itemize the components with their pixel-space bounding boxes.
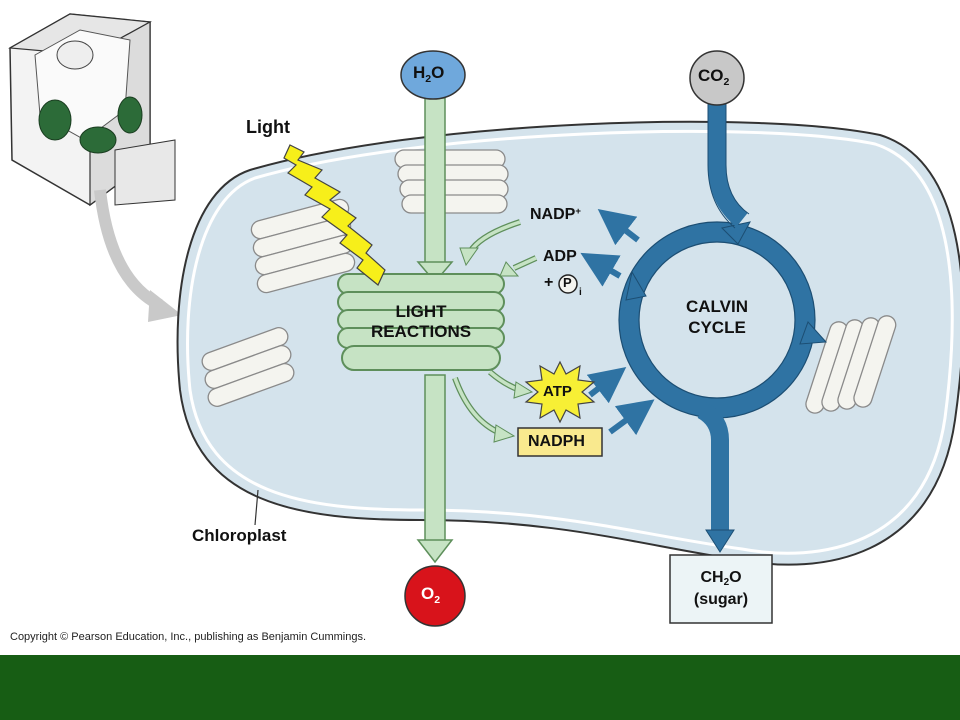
chloroplast-label: Chloroplast <box>192 526 287 545</box>
grana-stack-left <box>250 198 356 294</box>
h2o-label: H2O <box>413 63 445 85</box>
nadp-sup: + <box>575 206 581 218</box>
adp-label: ADP <box>543 248 577 265</box>
copyright-text: Copyright © Pearson Education, Inc., pub… <box>10 631 367 643</box>
ch2o-end: O <box>729 569 742 586</box>
light-bolt <box>283 144 386 286</box>
phosphate-subscript: i <box>579 287 582 298</box>
nadph-box <box>517 427 603 457</box>
plant-cell-inset <box>8 13 176 207</box>
co2-main: CO <box>698 66 724 85</box>
h2o-end: O <box>431 63 445 82</box>
nadp-main: NADP <box>530 206 576 223</box>
sugar-box <box>669 554 773 624</box>
phosphate-label: P <box>563 275 572 290</box>
light-reactions-stack <box>337 273 505 371</box>
light-reactions-line1: LIGHT <box>395 302 447 321</box>
calvin-line2: CYCLE <box>688 318 746 337</box>
h2o-main: H <box>413 63 426 82</box>
calvin-line1: CALVIN <box>685 297 748 316</box>
nadp-plus-label: NADP+ <box>530 206 581 224</box>
phosphate-circle <box>558 274 578 294</box>
sugar-line1: CH2O <box>670 568 772 590</box>
footer-bar <box>0 655 960 720</box>
o2-main: O <box>421 584 435 603</box>
o2-label: O2 <box>421 584 441 606</box>
sugar-line2: (sugar) <box>693 591 749 608</box>
grana-stack-top <box>394 149 509 214</box>
co2-subscript: 2 <box>723 75 730 88</box>
h2o-subscript: 2 <box>425 72 432 85</box>
grana-stack-right <box>805 315 897 414</box>
photosynthesis-diagram: Light H2O CO2 O2 LIGHT REACTIONS CALVIN … <box>8 13 960 627</box>
co2-label: CO2 <box>698 66 730 88</box>
h2o-node <box>400 50 466 100</box>
o2-subscript: 2 <box>434 593 441 606</box>
atp-label: ATP <box>543 383 572 400</box>
co2-node <box>689 50 745 106</box>
ch2o-main: CH <box>700 569 724 586</box>
chloroplast-outer <box>176 120 960 566</box>
sugar-label: CH2O (sugar) <box>670 568 772 610</box>
zoom-arrow <box>94 189 163 311</box>
nadph-label: NADPH <box>528 433 585 450</box>
o2-node <box>404 565 466 627</box>
light-reactions-label: LIGHT REACTIONS <box>360 302 482 342</box>
light-label: Light <box>246 117 290 137</box>
grana-stack-bottom-left <box>201 327 295 407</box>
calvin-cycle-ring <box>619 222 815 418</box>
light-reactions-line2: REACTIONS <box>370 322 472 341</box>
ch2o-sub: 2 <box>723 577 730 589</box>
calvin-cycle-label: CALVIN CYCLE <box>667 296 767 338</box>
plus-sign: + <box>544 274 554 291</box>
atp-burst <box>524 360 596 424</box>
